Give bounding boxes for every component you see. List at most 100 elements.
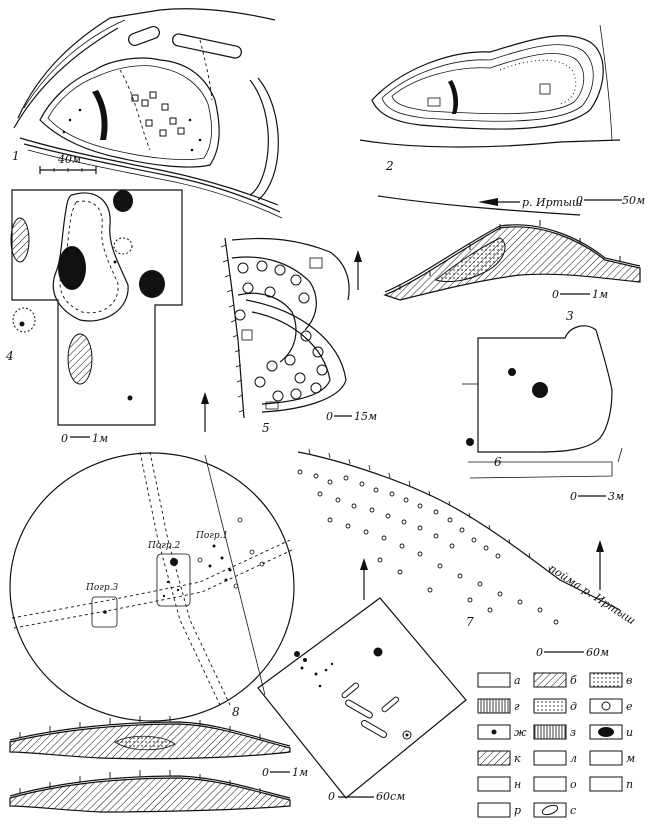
legend-letter: н — [514, 778, 521, 791]
legend-symbol — [477, 750, 511, 766]
legend-item-14: п — [589, 776, 633, 792]
legend-letter: б — [570, 674, 577, 687]
burial-2-label: Погр.2 — [147, 541, 180, 551]
river-flow-arrow-icon — [478, 198, 498, 206]
floodplain-label: пойма р. Иртыш — [546, 562, 637, 628]
barrow-sections: 0 1м — [9, 716, 308, 813]
figure-3-scale-start: 0 — [552, 288, 559, 301]
figure-9-scale-start: 0 — [328, 790, 335, 803]
legend-item-3: г — [477, 698, 520, 714]
legend-letter: в — [626, 674, 632, 687]
figure-1-scale: 40м — [57, 153, 81, 166]
legend-letter: ж — [514, 726, 527, 739]
figure-9-scale-end: 60см — [376, 790, 405, 803]
legend-symbol — [589, 750, 623, 766]
north-arrow-icon — [596, 540, 604, 552]
figure-5-scale-start: 0 — [326, 410, 333, 423]
figure-7-number: 7 — [466, 615, 474, 629]
burial-3-pit — [91, 596, 118, 628]
figure-3-scale-end: 1м — [592, 288, 608, 301]
legend-letter: г — [514, 700, 520, 713]
north-arrow-icon — [360, 558, 368, 570]
figure-8-number: 8 — [232, 705, 240, 719]
north-arrow-icon — [354, 250, 362, 262]
figure-7-burial-ground: 7 пойма р. Иртыш 0 60м — [297, 448, 638, 659]
legend-item-2: в — [589, 672, 632, 688]
legend-item-4: д — [533, 698, 577, 714]
figure-9-burial-pit: 0 60см — [257, 597, 467, 803]
figure-7-scale-end: 60м — [586, 646, 609, 659]
legend-letter: и — [626, 726, 633, 739]
legend-item-11: м — [589, 750, 635, 766]
burial-1-label: Погр.1 — [195, 531, 228, 541]
legend-glyph — [601, 701, 611, 711]
legend-letter: м — [626, 752, 635, 765]
figure-2-cape-fort: р. Иртыш 2 0 50м — [359, 24, 645, 216]
figure-6-scale-end: 3м — [608, 490, 624, 503]
legend-symbol — [533, 672, 567, 688]
figure-2-scale-end: 50м — [622, 194, 645, 207]
figure-6-number: 6 — [494, 455, 502, 469]
figure-8-barrow-plan: Погр.3 Погр.2 Погр.1 8 — [9, 451, 295, 722]
legend-symbol — [477, 672, 511, 688]
figure-7-scale-start: 0 — [536, 646, 543, 659]
legend-symbol — [533, 698, 567, 714]
figure-4-dwelling-pit: 4 0 1м — [5, 189, 209, 445]
legend-item-0: а — [477, 672, 521, 688]
river-irtysh-label: р. Иртыш — [522, 196, 582, 209]
figure-6-dwelling-contour: 6 0 3м — [462, 325, 624, 503]
figure-5-settlement-plan: 0 15м 5 — [220, 237, 377, 435]
legend-item-1: б — [533, 672, 577, 688]
legend-glyph — [541, 804, 559, 816]
legend-letter: з — [570, 726, 576, 739]
legend-symbol — [477, 698, 511, 714]
figure-8-scale-start: 0 — [262, 766, 269, 779]
legend-symbol — [533, 750, 567, 766]
legend-letter: е — [626, 700, 633, 713]
figure-5-number: 5 — [262, 421, 270, 435]
legend-item-9: к — [477, 750, 521, 766]
legend-letter: д — [570, 700, 577, 713]
figure-4-scale-end: 1м — [92, 432, 108, 445]
legend-item-10: л — [533, 750, 577, 766]
legend-item-13: о — [533, 776, 577, 792]
legend-symbol — [589, 698, 623, 714]
figure-4-number: 4 — [5, 349, 14, 363]
figure-2-number: 2 — [385, 159, 394, 173]
legend-symbol — [533, 776, 567, 792]
legend-item-5: е — [589, 698, 633, 714]
legend-letter: о — [570, 778, 577, 791]
legend-letter: к — [514, 752, 521, 765]
burial-2-pit — [156, 553, 191, 607]
legend-item-16: с — [533, 802, 576, 818]
legend-glyph — [491, 729, 497, 735]
legend-letter: р — [514, 804, 521, 817]
legend-letter: с — [570, 804, 576, 817]
legend: а б в г д е ж з и к л м н о п р с — [477, 672, 635, 818]
legend-item-12: н — [477, 776, 521, 792]
figure-3-rampart-section: 0 1м 3 — [383, 220, 641, 323]
figure-8-scale-end: 1м — [292, 766, 308, 779]
legend-symbol — [477, 802, 511, 818]
legend-item-8: и — [589, 724, 633, 740]
burial-3-label: Погр.3 — [85, 583, 118, 593]
legend-symbol — [477, 776, 511, 792]
legend-symbol — [533, 724, 567, 740]
legend-symbol — [589, 776, 623, 792]
legend-item-7: з — [533, 724, 576, 740]
figure-1-hillfort-plan: 1 40м — [12, 8, 283, 219]
figure-4-scale-start: 0 — [61, 432, 68, 445]
figure-2-scale-start: 0 — [576, 194, 583, 207]
legend-item-6: ж — [477, 724, 527, 740]
legend-letter: л — [570, 752, 577, 765]
legend-symbol — [589, 672, 623, 688]
north-arrow-icon — [201, 392, 209, 404]
legend-letter: а — [514, 674, 521, 687]
figure-5-scale-end: 15м — [354, 410, 377, 423]
legend-letter: п — [626, 778, 633, 791]
legend-symbol — [533, 802, 567, 818]
legend-glyph — [598, 727, 614, 737]
figure-6-scale-start: 0 — [570, 490, 577, 503]
figure-1-number: 1 — [12, 149, 20, 163]
